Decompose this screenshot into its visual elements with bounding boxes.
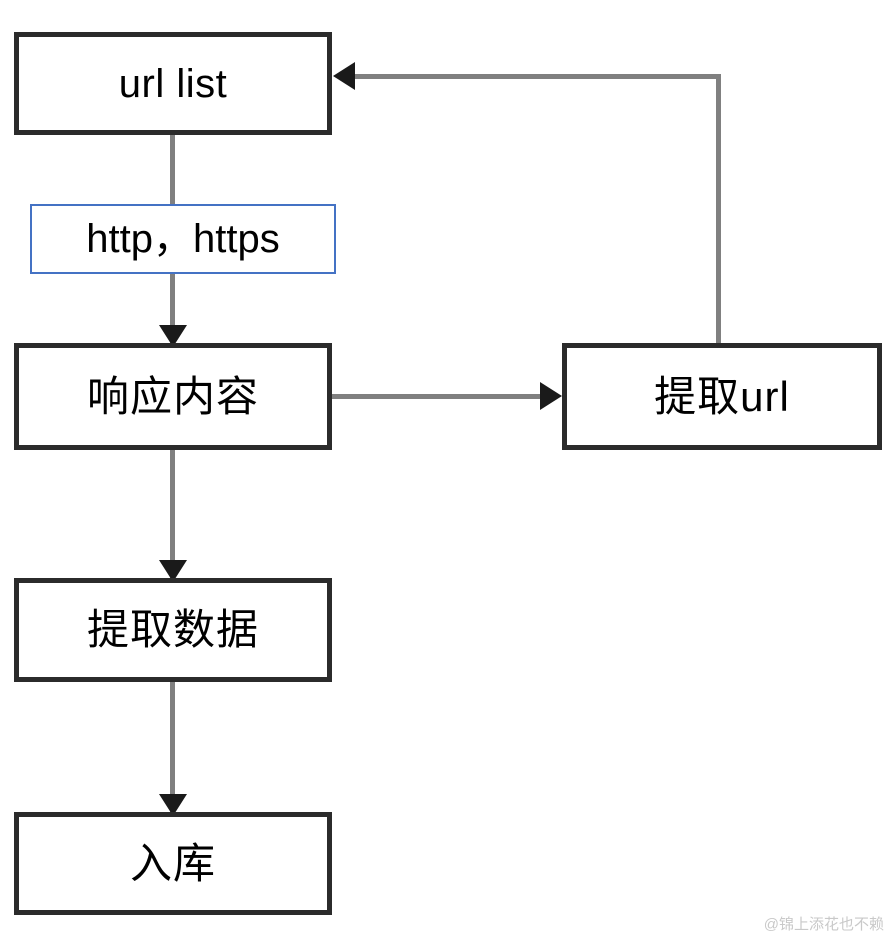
edge-response-to-extract-url	[330, 394, 550, 399]
node-store-to-database-label: 入库	[129, 839, 216, 887]
node-extract-data-label: 提取数据	[86, 606, 259, 653]
node-url-list-label: url list	[118, 61, 228, 106]
node-response-content-label: 响应内容	[86, 372, 259, 420]
node-extract-url-label: 提取url	[654, 372, 790, 420]
node-url-list[interactable]: url list	[14, 32, 332, 135]
node-extract-url[interactable]: 提取url	[562, 343, 882, 450]
arrowhead-extract-url-to-url-list	[333, 62, 355, 90]
note-protocol[interactable]: http，https	[30, 204, 336, 274]
edge-extract-url-to-url-list-horizontal	[352, 74, 720, 79]
edge-response-to-extract-data	[170, 448, 175, 590]
node-extract-data[interactable]: 提取数据	[14, 578, 332, 682]
edge-extract-url-to-url-list-vertical	[716, 74, 721, 345]
arrowhead-extract-data-to-store	[159, 794, 187, 816]
node-store-to-database[interactable]: 入库	[14, 812, 332, 915]
node-response-content[interactable]: 响应内容	[14, 343, 332, 450]
arrowhead-response-to-extract-data	[159, 560, 187, 582]
watermark: @锦上添花也不赖	[763, 916, 884, 933]
note-protocol-label: http，https	[86, 217, 280, 261]
edge-extract-data-to-store	[170, 680, 175, 824]
arrowhead-url-list-to-response	[159, 325, 187, 347]
arrowhead-response-to-extract-url	[540, 382, 562, 410]
